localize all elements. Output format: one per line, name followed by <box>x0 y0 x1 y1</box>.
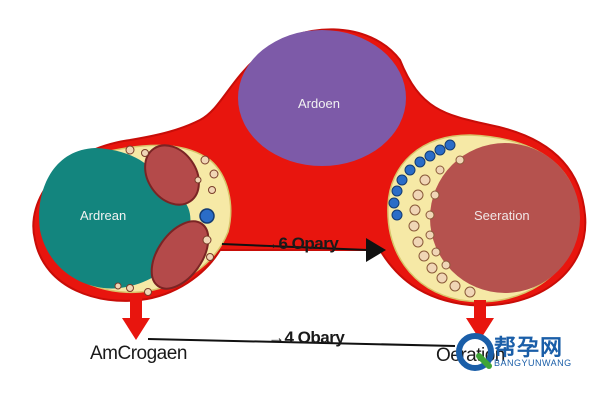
upper-arrowhead <box>366 238 386 262</box>
right-down-arrowhead <box>466 318 494 340</box>
left-circle-label: Ardrean <box>80 208 127 223</box>
right-follicles <box>408 155 476 298</box>
bottom-left-label: AmCrogaen <box>90 343 187 364</box>
right-down-stem <box>474 300 486 322</box>
right-blue-dots <box>388 139 456 221</box>
watermark-sub: BANGYUNWANG <box>494 358 572 368</box>
lower-arrow-label: →4 Obary <box>268 328 345 347</box>
right-circle-label: Seeration <box>474 208 530 223</box>
left-organ-upper <box>144 144 200 206</box>
left-down-stem <box>130 298 142 322</box>
lower-arrow-line <box>147 338 456 347</box>
right-red-circle <box>430 143 580 293</box>
left-organ-lower <box>150 220 210 290</box>
left-down-arrowhead <box>122 318 150 340</box>
left-follicles <box>114 145 219 296</box>
watermark-logo <box>456 333 494 371</box>
top-purple-circle <box>238 30 406 166</box>
upper-arrow-line <box>221 243 369 251</box>
left-blue-dot <box>199 208 215 224</box>
upper-arrow-label: →6 Opary <box>262 234 339 253</box>
top-circle-label: Ardoen <box>298 96 340 111</box>
watermark-name: 帮孕网 <box>494 335 564 360</box>
